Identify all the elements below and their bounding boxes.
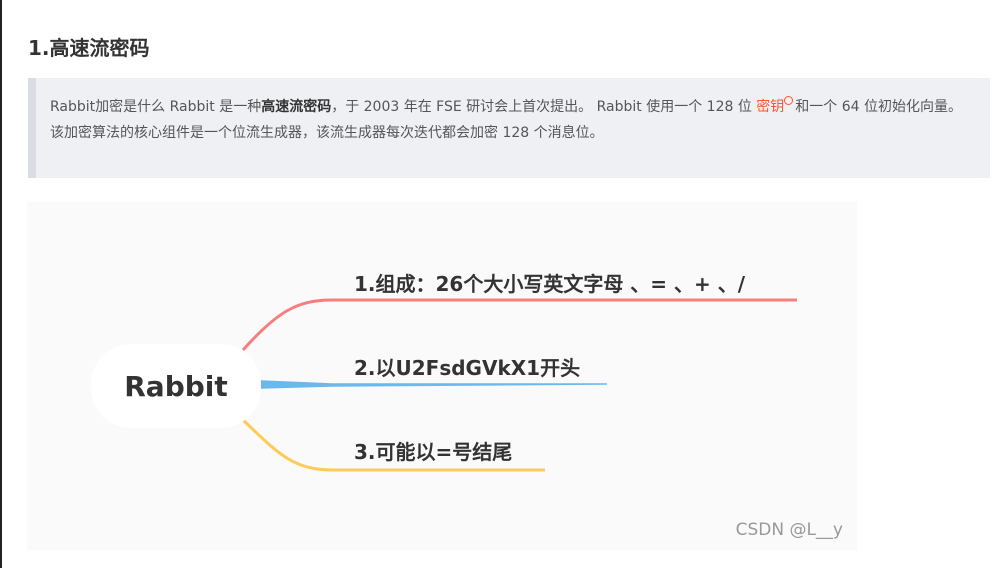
mindmap-connectors bbox=[241, 298, 797, 472]
quote-bold: 高速流密码 bbox=[261, 99, 332, 115]
branch-label-1: 1.组成：26个大小写英文字母 、= 、+ 、/ bbox=[354, 272, 746, 296]
branch-line-1 bbox=[241, 298, 797, 352]
watermark: CSDN @L__y bbox=[735, 520, 843, 540]
branch-label-2: 2.以U2FsdGVkX1开头 bbox=[354, 356, 581, 380]
quote-text-1: Rabbit加密是什么 Rabbit 是一种 bbox=[50, 99, 262, 115]
search-icon[interactable] bbox=[784, 96, 794, 105]
branch-label-3: 3.可能以=号结尾 bbox=[354, 440, 513, 464]
blockquote: Rabbit加密是什么 Rabbit 是一种高速流密码，于 2003 年在 FS… bbox=[28, 78, 990, 178]
branch-line-3 bbox=[241, 418, 545, 472]
mindmap-image: Rabbit 1.组成：26个大小写英文字母 、= 、+ 、/ 2.以U2Fsd… bbox=[27, 202, 857, 550]
root-node: Rabbit bbox=[91, 344, 261, 428]
quote-text-2: ，于 2003 年在 FSE 研讨会上首次提出。 Rabbit 使用一个 128… bbox=[331, 99, 757, 115]
keyword-link[interactable]: 密钥 bbox=[756, 99, 785, 115]
section-heading: 1.高速流密码 bbox=[28, 36, 150, 60]
branch-line-2 bbox=[260, 380, 608, 389]
quote-text-3: 和一个 64 位初始化向量。 该加密算法的核心组件是一个位流生成器，该流生成器每… bbox=[50, 99, 963, 141]
